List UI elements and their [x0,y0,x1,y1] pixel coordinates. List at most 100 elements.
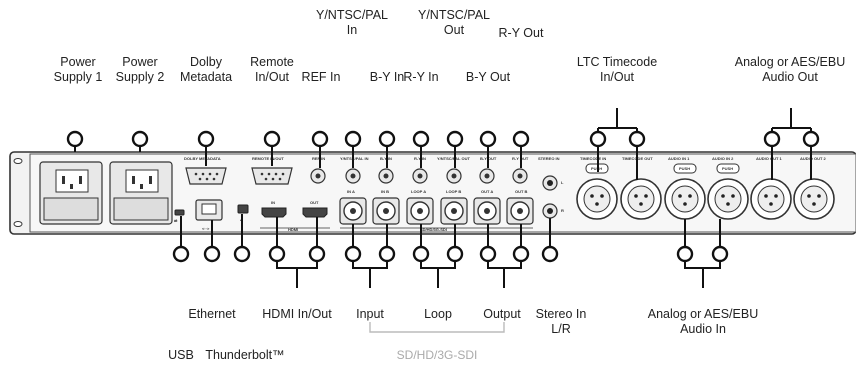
panel-label-out-b: OUT B [515,189,528,194]
label-power2-line2: Supply 2 [116,70,165,84]
label-stereo-line1: Stereo In [536,307,587,321]
label-ethernet: Ethernet [188,307,236,321]
panel-label-ynt-out: Y/NTSC/PAL OUT [437,156,471,161]
hdmi-out-port [302,207,328,218]
push-label-audio-in2: PUSH [722,166,733,171]
ry-out-pin [517,173,523,179]
label-ynt-out-line1: Y/NTSC/PAL [418,8,490,22]
panel-label-sdi: SD/HD/3G-SDI [420,227,447,232]
callout-by-in [378,130,396,148]
panel-label-r: R [561,208,564,213]
panel-label-tc-in: TIMECODE IN [580,156,606,161]
label-loop: Loop [424,307,452,321]
leader-aes-out [771,108,812,180]
callout-output-a [479,245,497,263]
label-input: Input [356,307,384,321]
callout-input-a [344,245,362,263]
thunderbolt-port [237,204,249,214]
callout-ltc-in [589,130,607,148]
leader-ltc [597,108,638,180]
callout-hdmi-in [268,245,286,263]
push-tab-audio-in1 [673,163,697,174]
usb-port [174,209,185,216]
callout-power1 [66,130,84,148]
panel-label-in-a: IN A [347,189,355,194]
label-ref: REF In [302,70,341,84]
hdmi-in-port [261,207,287,218]
label-power1-line1: Power [60,55,95,69]
leader-output [487,224,522,288]
power-supply-2-socket [109,161,173,225]
panel-label-in-b: IN B [381,189,389,194]
ynt-in-pin [350,173,356,179]
panel-label-l: L [561,180,564,185]
callout-dolby [197,130,215,148]
callout-stereo [541,245,559,263]
callout-ynt-out [446,130,464,148]
panel-label-audio-out2: AUDIO OUT 2 [800,156,827,161]
callout-ethernet [203,245,221,263]
sdi-connectors [339,197,534,225]
callout-aes-in-2 [711,245,729,263]
by-out-pin [484,173,490,179]
label-aes-in-line1: Analog or AES/EBU [648,307,758,321]
stereo-r-hole [547,208,553,214]
label-usb: USB [168,348,194,362]
push-label-audio-in1: PUSH [679,166,690,171]
dolby-metadata-port [185,167,227,185]
label-power2-line1: Power [122,55,157,69]
sdi-bracket [369,322,505,333]
callout-aes-out-1 [763,130,781,148]
label-ynt-in-line2: In [347,23,357,37]
callout-ref [311,130,329,148]
panel-label-audio-in1: AUDIO IN 1 [668,156,690,161]
panel-label-dolby: DOLBY METADATA [184,156,221,161]
label-remote-line2: In/Out [255,70,290,84]
panel-label-loop-b: LOOP B [446,189,461,194]
callout-ltc-out [628,130,646,148]
leader-input [352,224,388,288]
callout-thunderbolt [233,245,251,263]
label-ry-out: R-Y Out [499,26,544,40]
label-ynt-in-line1: Y/NTSC/PAL [316,8,388,22]
callout-usb [172,245,190,263]
callout-power2 [131,130,149,148]
label-ltc-line1: LTC Timecode [577,55,657,69]
ry-in-pin [417,173,423,179]
callout-loop-b [446,245,464,263]
panel-label-stereo: STEREO IN [538,156,560,161]
label-ry-in: R-Y In [403,70,438,84]
by-in-pin [383,173,389,179]
ethernet-icon: <··> [202,226,210,231]
label-ynt-out-line2: Out [444,23,465,37]
callout-aes-out-2 [802,130,820,148]
label-remote-line1: Remote [250,55,294,69]
leader-loop [420,224,456,288]
panel-label-hdmi: HDMI [288,227,298,232]
label-power1-line2: Supply 1 [54,70,103,84]
label-ltc-line2: In/Out [600,70,635,84]
callout-ry-out [512,130,530,148]
panel-label-loop-a: LOOP A [411,189,426,194]
callout-input-b [378,245,396,263]
label-aes-out-line1: Analog or AES/EBU [735,55,845,69]
callout-hdmi-out [308,245,326,263]
panel-label-remote: REMOTE IN/OUT [252,156,284,161]
ethernet-jack [201,203,217,215]
remote-inout-port [251,167,293,185]
label-output: Output [483,307,521,321]
panel-label-out-a: OUT A [481,189,493,194]
xlr-connectors [576,178,835,220]
label-dolby-line1: Dolby [190,55,223,69]
panel-label-ynt-in: Y/NTSC/PAL IN [340,156,369,161]
callout-ry-in [412,130,430,148]
panel-label-audio-in2: AUDIO IN 2 [712,156,734,161]
callout-loop-a [412,245,430,263]
power-supply-1-socket [39,161,103,225]
label-by-out: B-Y Out [466,70,511,84]
label-hdmi: HDMI In/Out [262,307,332,321]
callout-aes-in-1 [676,245,694,263]
label-aes-out-line2: Audio Out [762,70,818,84]
push-label-tc-in: PUSH [591,166,602,171]
